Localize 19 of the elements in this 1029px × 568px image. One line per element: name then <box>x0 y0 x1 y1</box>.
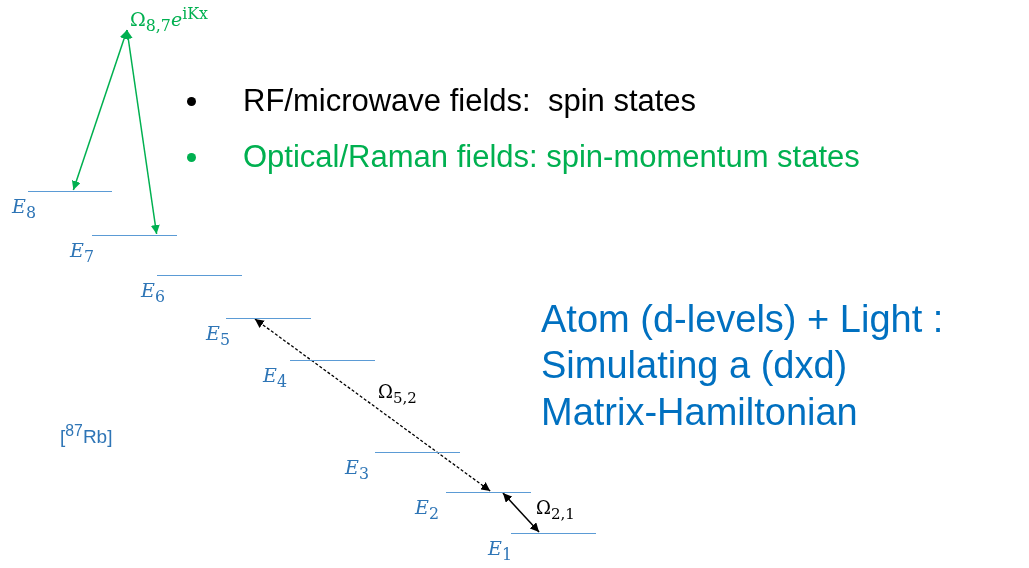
edge-label: Ω$_{2,1}$ <box>536 498 575 523</box>
heading-text: Atom (d-levels) + Light : Simulating a (dxd) Matrix-Hamiltonian <box>541 297 945 435</box>
level-label: E$_{2}$ <box>415 498 439 522</box>
arrow <box>123 29 160 235</box>
level-label: E$_{1}$ <box>488 539 512 563</box>
element-label: [$^{87}$Rb] <box>60 422 113 449</box>
level-label: E$_{4}$ <box>263 366 287 390</box>
bullet-text: RF/microwave fields: spin states <box>243 82 697 120</box>
arrow <box>502 492 540 533</box>
level-label: E$_{5}$ <box>206 324 230 348</box>
level-label: E$_{6}$ <box>141 281 165 305</box>
arrow <box>71 29 129 191</box>
bullet-text: Optical/Raman fields: spin-momentum states <box>243 138 860 176</box>
coupling-label: Ω$_{8,7}$e$^{iKx}$ <box>130 4 209 36</box>
arrow <box>254 318 491 492</box>
level-label: E$_{3}$ <box>345 458 369 482</box>
level-label: E$_{7}$ <box>70 241 94 265</box>
level-label: E$_{8}$ <box>12 197 36 221</box>
edge-label: Ω$_{5,2}$ <box>378 382 417 407</box>
